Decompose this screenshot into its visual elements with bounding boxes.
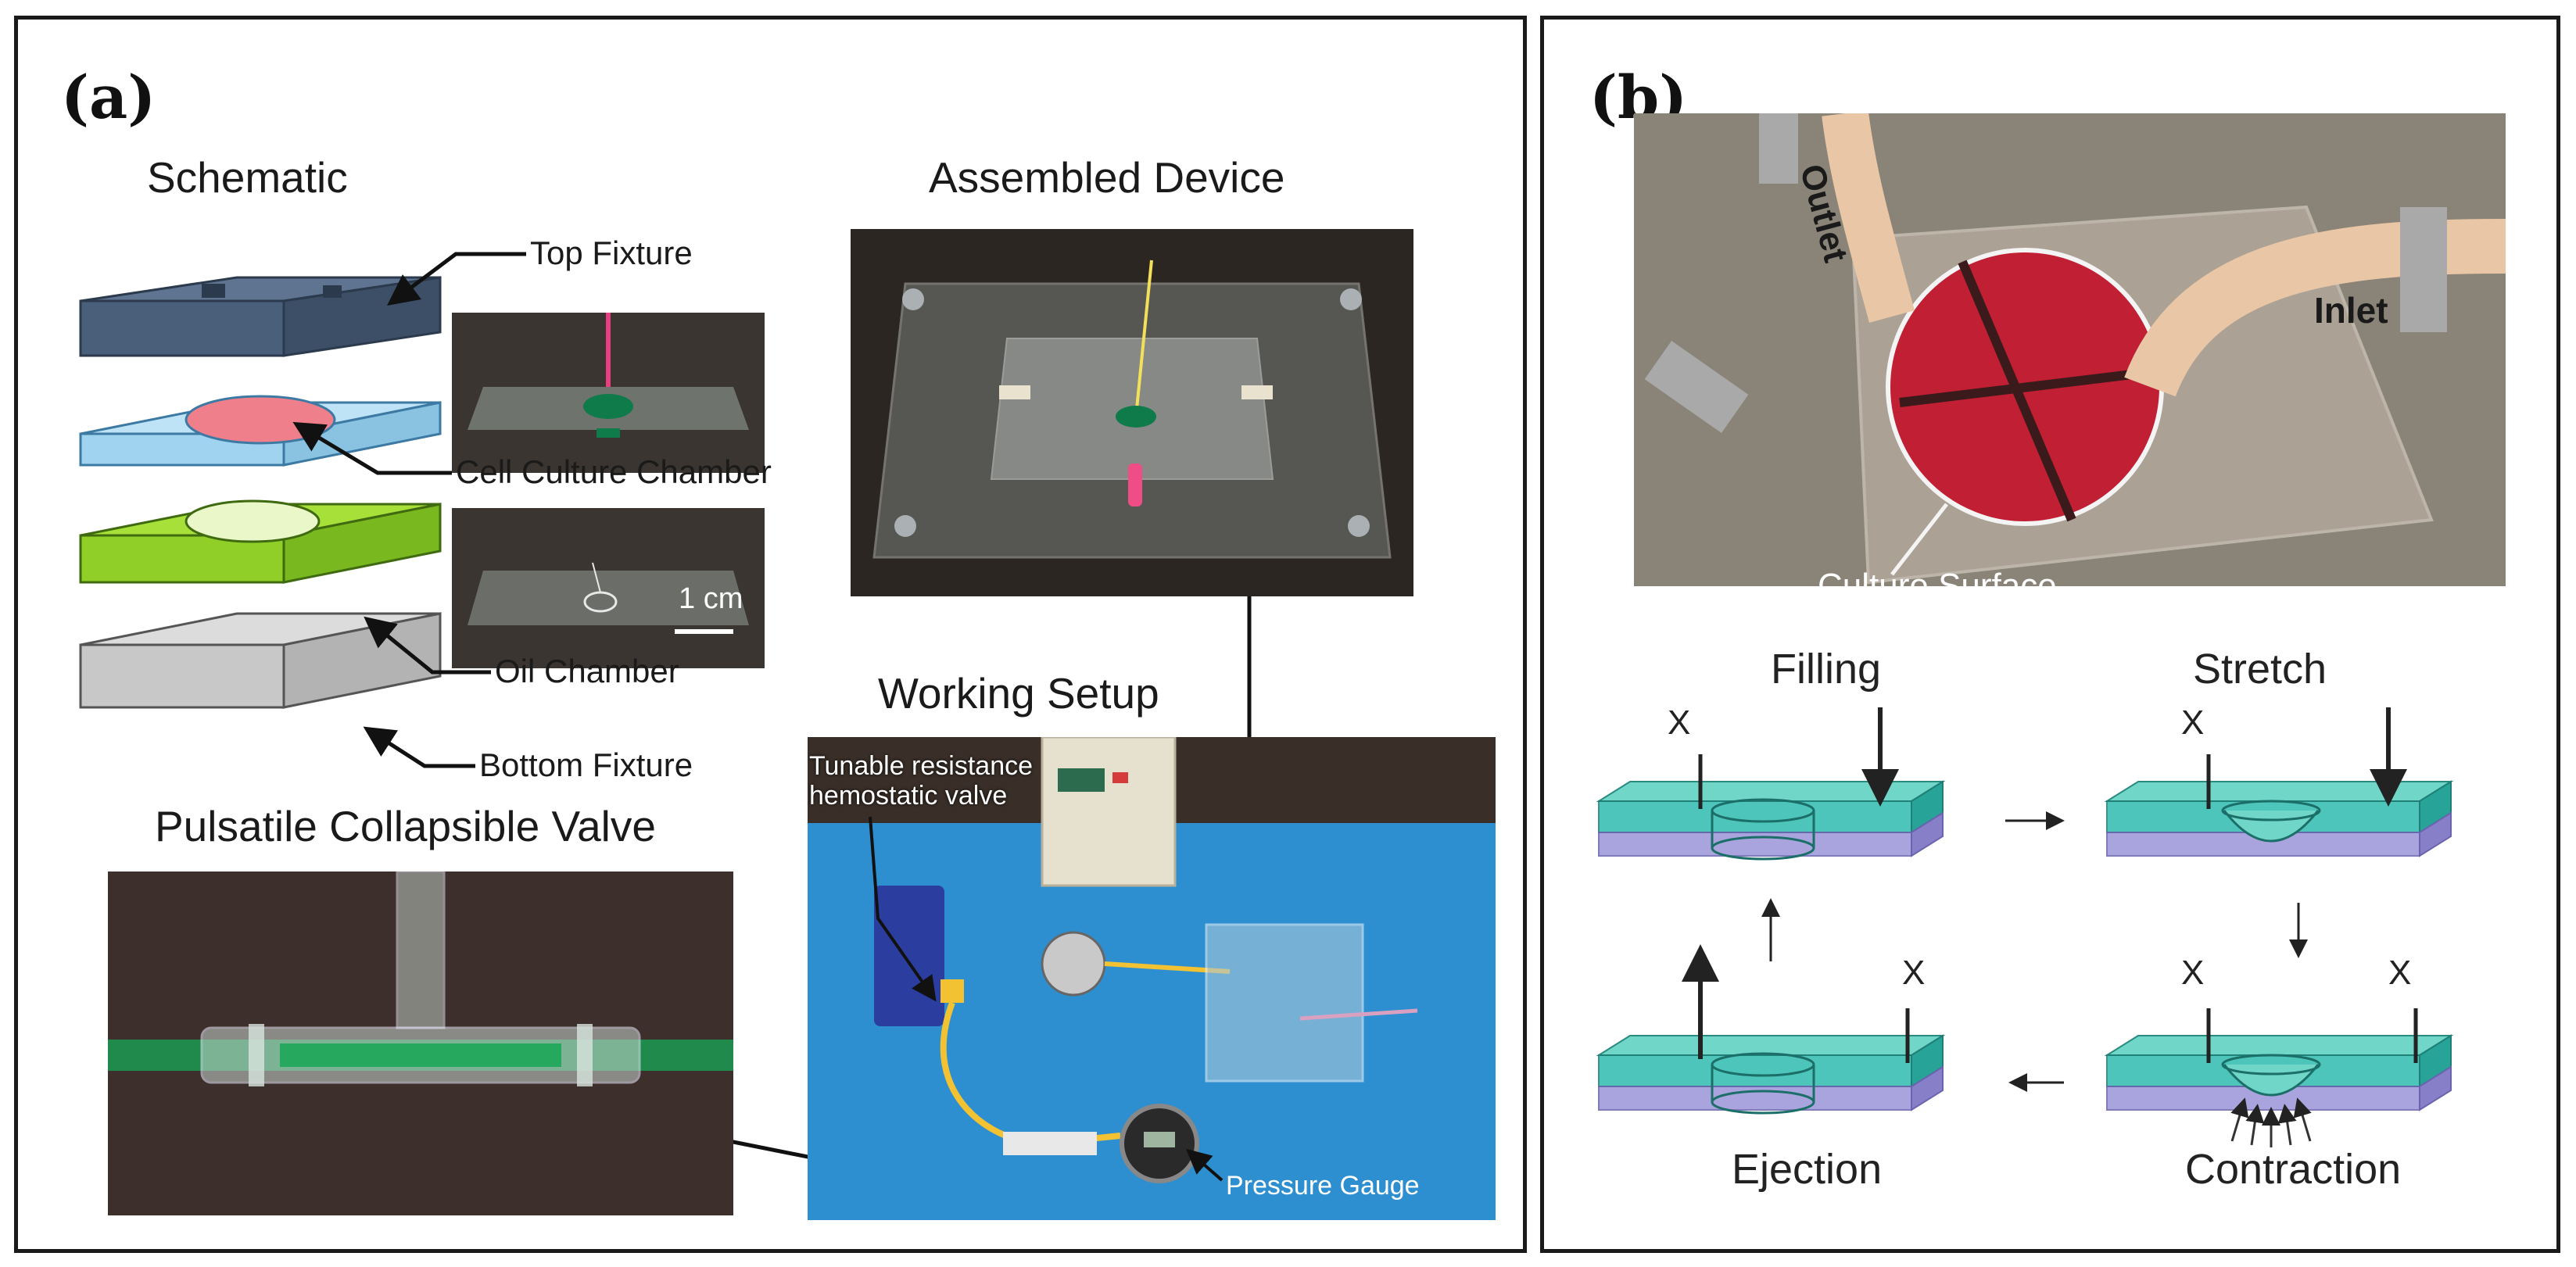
- stretch-closed-marker: X: [2181, 703, 2205, 742]
- contraction-label: Contraction: [2185, 1146, 2402, 1193]
- culture-chamber-photo: [452, 313, 765, 473]
- top-fixture-label: Top Fixture: [530, 234, 693, 271]
- cycle-diagram: [1598, 707, 2452, 1147]
- panel-a: (a) Schematic: [14, 16, 1527, 1253]
- cell-culture-chamber-label: Cell Culture Chamber: [456, 453, 772, 490]
- oil-chamber-layer: [79, 499, 442, 584]
- oil-chamber-label: Oil Chamber: [495, 653, 679, 689]
- scale-bar-label: 1 cm: [679, 582, 743, 615]
- contraction-closed-marker-left: X: [2181, 954, 2205, 992]
- filling-label: Filling: [1771, 646, 1882, 693]
- assembled-device-title: Assembled Device: [929, 153, 1285, 202]
- contraction-closed-marker-right: X: [2388, 954, 2412, 992]
- working-setup-title: Working Setup: [878, 669, 1159, 718]
- culture-surface-label: Culture Surface: [1818, 567, 2057, 586]
- valve-photo: [108, 872, 733, 1215]
- ejection-closed-marker: X: [1902, 954, 1926, 992]
- contraction-diagram: [2106, 1008, 2452, 1147]
- panel-a-label: (a): [61, 63, 156, 132]
- bottom-fixture-layer: [79, 612, 442, 709]
- filling-diagram: [1598, 707, 1944, 861]
- stretch-diagram: [2106, 707, 2452, 857]
- schematic-title: Schematic: [147, 153, 348, 202]
- assembled-device-photo: [851, 229, 1413, 596]
- setup-inner-arrows: [869, 816, 1224, 1182]
- bottom-fixture-label: Bottom Fixture: [479, 746, 693, 783]
- ejection-diagram: [1598, 944, 1944, 1115]
- pressure-gauge-label: Pressure Gauge: [1226, 1171, 1420, 1201]
- tunable-valve-label: Tunable resistance hemostatic valve: [809, 751, 1034, 811]
- valve-title: Pulsatile Collapsible Valve: [155, 802, 656, 850]
- device-photo: Outlet Inlet Culture Surface: [1634, 113, 2506, 586]
- inlet-label: Inlet: [2314, 290, 2388, 331]
- panel-b: (b) Outlet Inlet Culture: [1540, 16, 2560, 1253]
- ejection-label: Ejection: [1732, 1146, 1883, 1193]
- stretch-label: Stretch: [2193, 646, 2327, 693]
- filling-closed-marker: X: [1668, 703, 1691, 742]
- oil-chamber-photo: 1 cm: [452, 508, 765, 668]
